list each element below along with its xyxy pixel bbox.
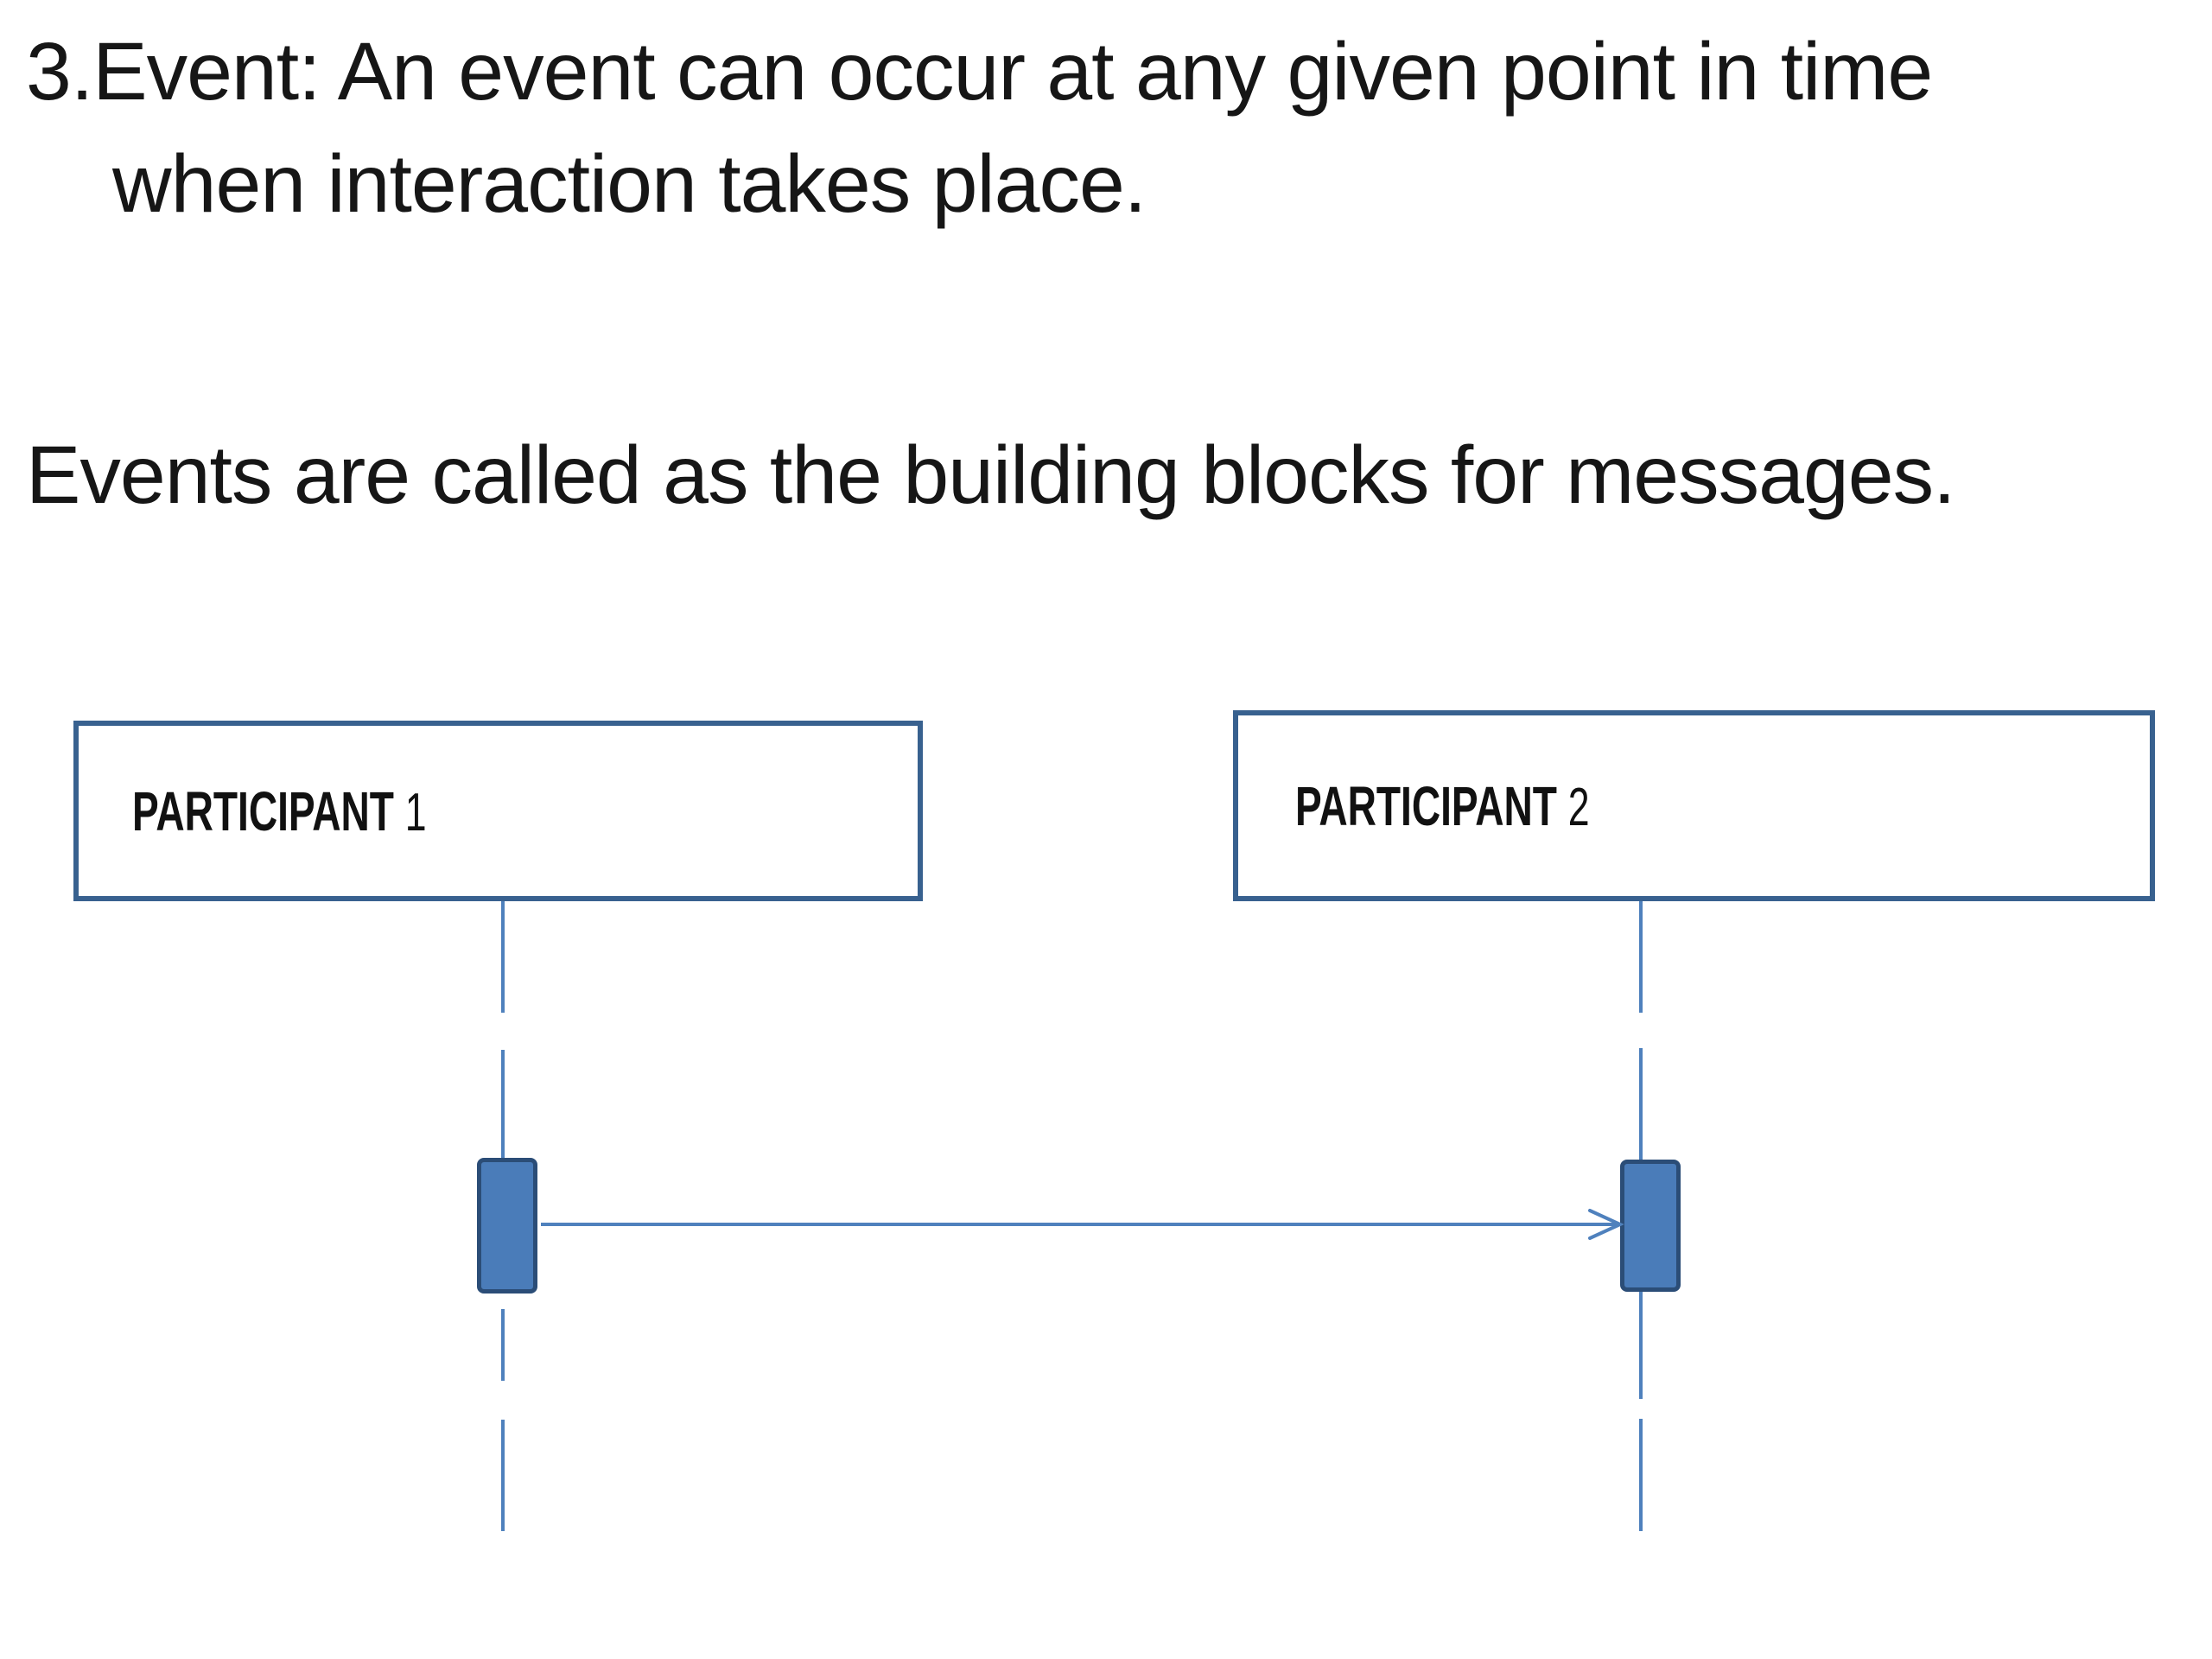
intro-line-2: when interaction takes place. [112,138,1147,230]
intro-paragraph: 3.Event: An event can occur at any given… [26,16,1933,240]
lifeline-1-segment [501,901,505,1013]
participant-1-box: PARTICIPANT 1 [73,721,923,901]
lifeline-2-segment [1639,1048,1643,1160]
lifeline-2-segment [1639,1292,1643,1399]
lifeline-1-segment [501,1050,505,1158]
participant-1-label: PARTICIPANT 1 [132,779,427,843]
lifeline-2-segment [1639,901,1643,1013]
message-arrow-shaft [541,1223,1618,1226]
participant-2-box: PARTICIPANT 2 [1233,710,2155,901]
participant-2-number: 2 [1567,777,1590,837]
activation-bar-1 [477,1158,537,1294]
building-blocks-paragraph: Events are called as the building blocks… [26,429,1955,521]
message-arrowhead-icon [1588,1209,1624,1240]
participant-2-label: PARTICIPANT 2 [1295,774,1590,838]
participant-1-number: 1 [404,782,427,842]
participant-1-name: PARTICIPANT [132,779,394,842]
lifeline-2-segment [1639,1419,1643,1531]
lifeline-1-segment [501,1420,505,1531]
lifeline-1-segment [501,1309,505,1381]
intro-line-1: 3.Event: An event can occur at any given… [26,26,1933,118]
activation-bar-2 [1620,1160,1681,1292]
participant-2-name: PARTICIPANT [1295,774,1557,837]
